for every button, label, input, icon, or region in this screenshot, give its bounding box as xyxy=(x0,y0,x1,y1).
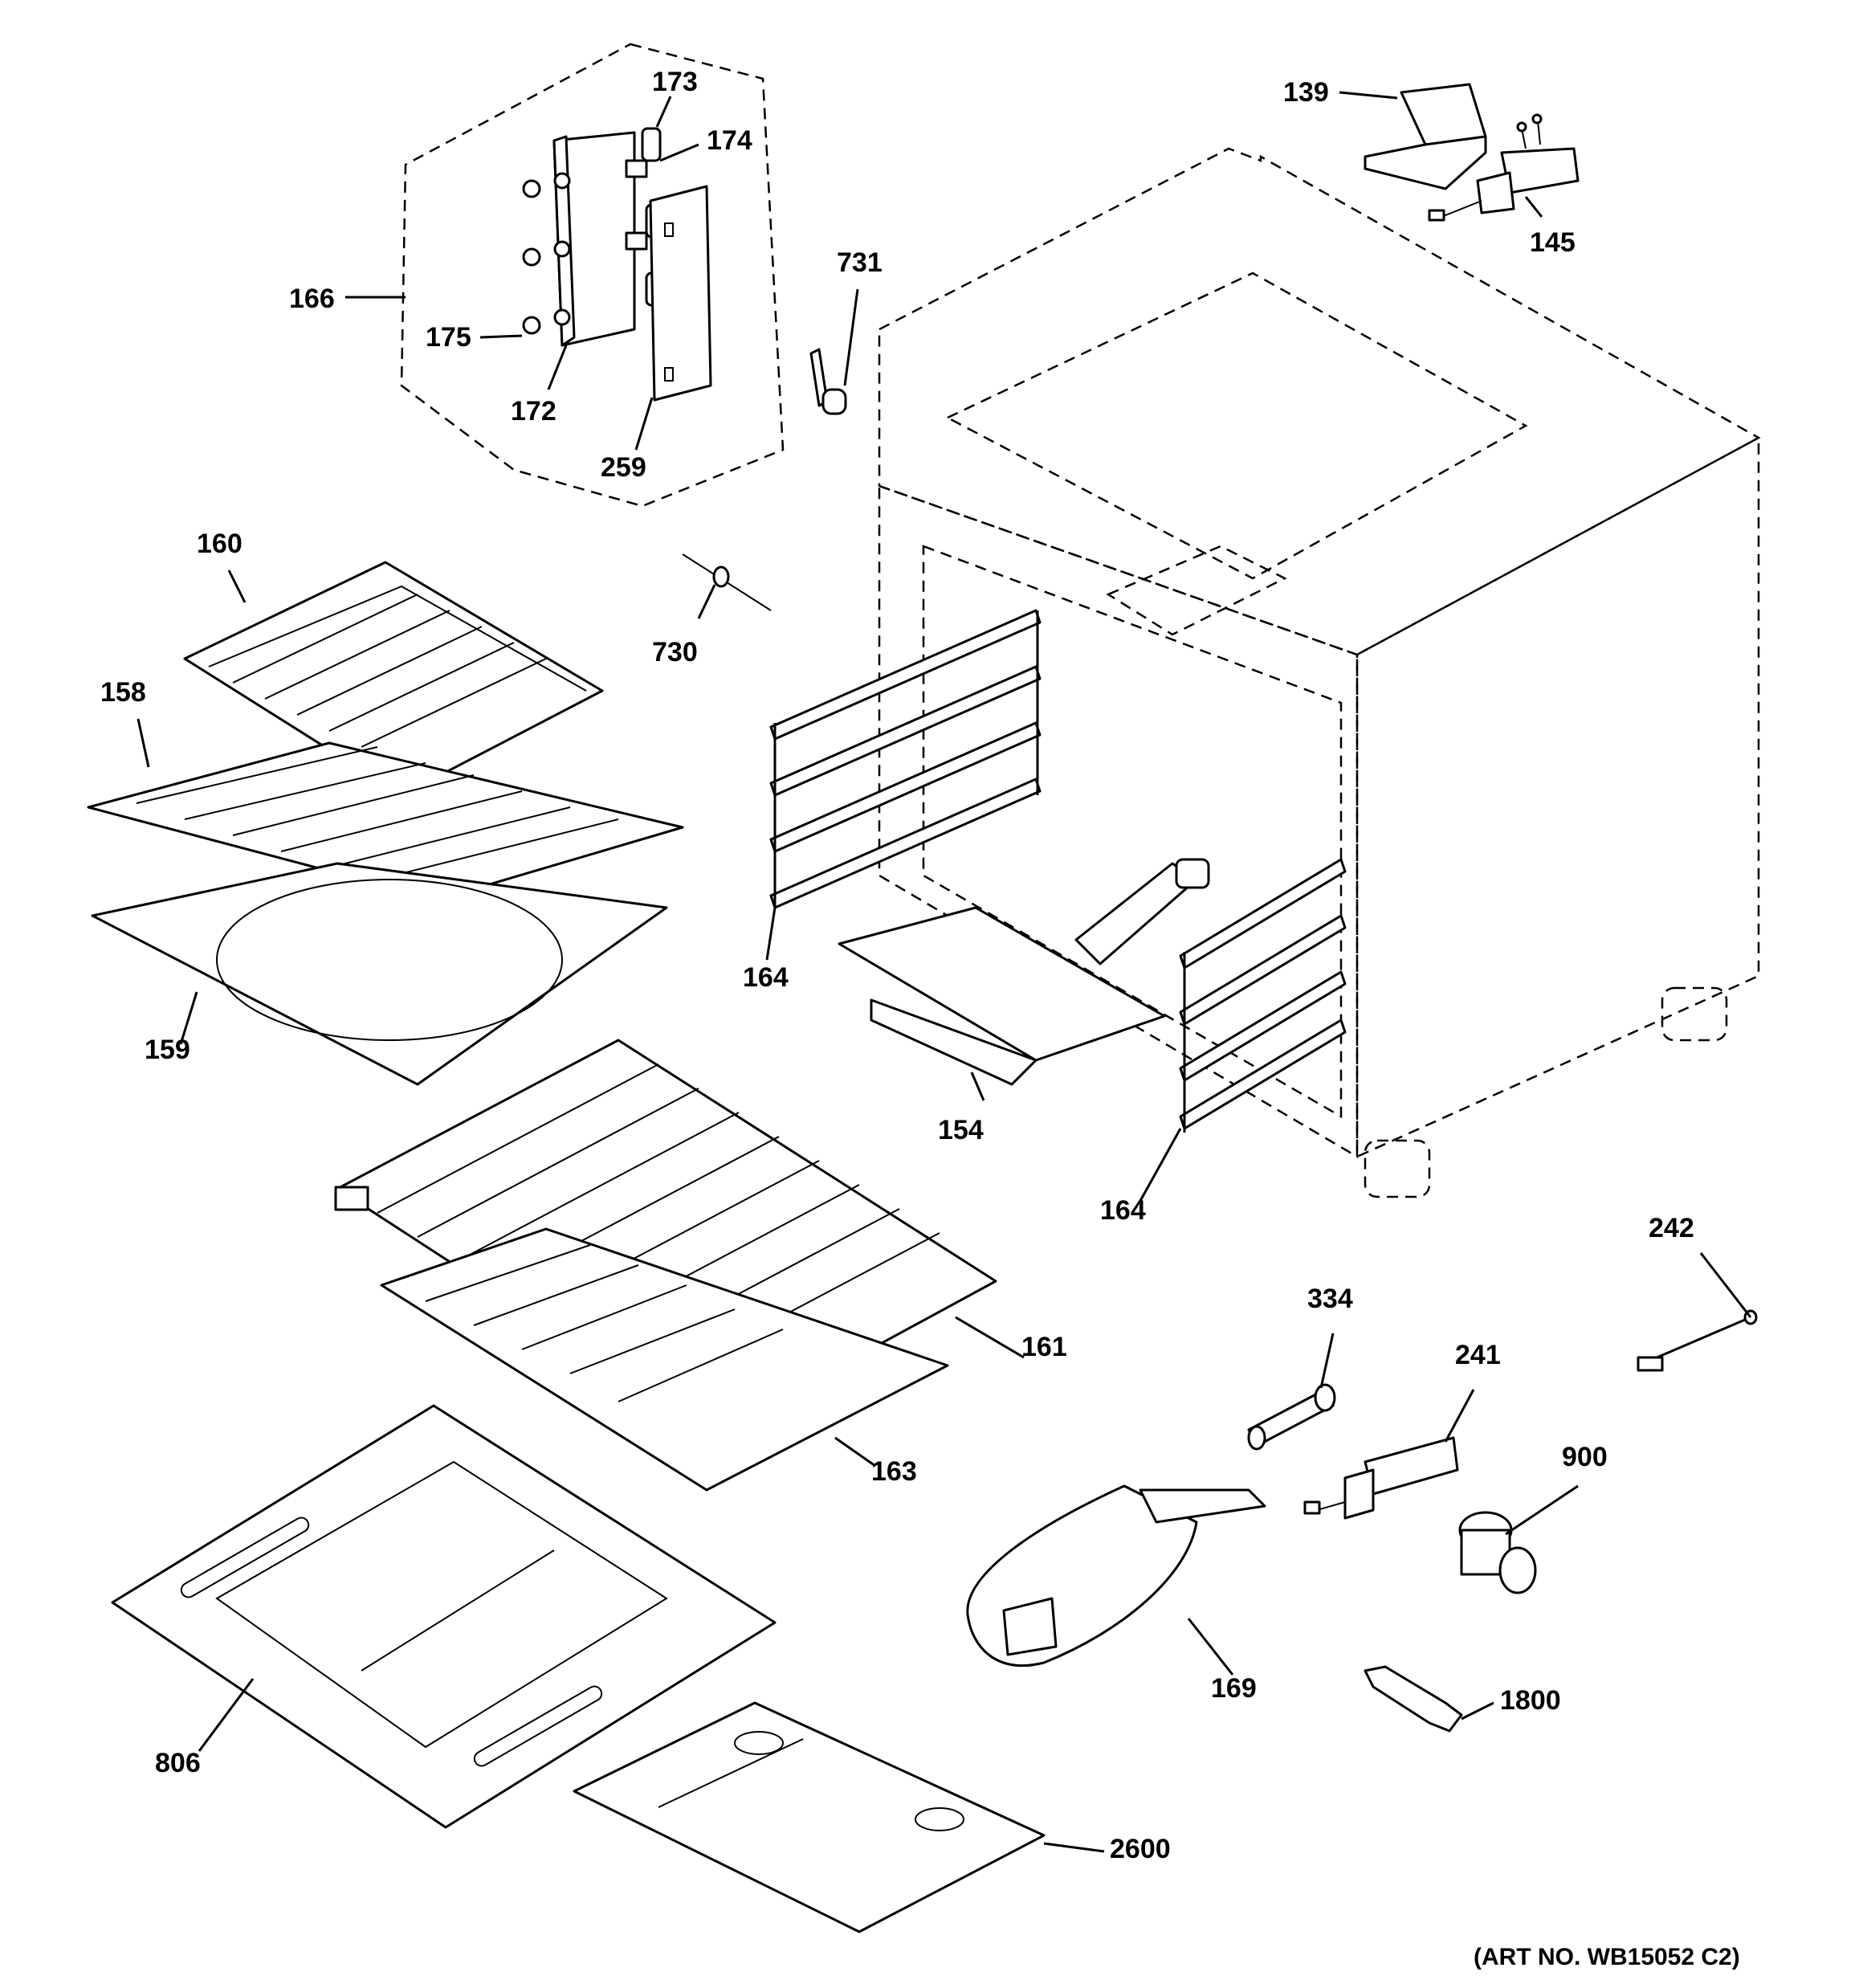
callout-169: 169 xyxy=(1211,1673,1257,1704)
callout-259: 259 xyxy=(601,452,646,483)
callout-172: 172 xyxy=(511,396,556,427)
callout-900: 900 xyxy=(1562,1442,1608,1472)
part-139-cover xyxy=(1364,83,1487,190)
callout-164-left: 164 xyxy=(743,962,789,993)
callout-161: 161 xyxy=(1021,1332,1067,1362)
callout-145: 145 xyxy=(1530,227,1576,258)
callout-175: 175 xyxy=(426,322,471,353)
callout-158: 158 xyxy=(100,677,146,708)
callout-2600: 2600 xyxy=(1110,1834,1171,1864)
callout-242: 242 xyxy=(1649,1213,1694,1243)
oven-cabinet xyxy=(878,147,1761,1198)
callout-730: 730 xyxy=(652,637,698,667)
part-145-ignitor xyxy=(1428,113,1580,222)
part-169-bake-burner xyxy=(966,1484,1266,1668)
part-163-oven-rack xyxy=(380,1227,949,1492)
callout-154: 154 xyxy=(938,1115,984,1145)
callout-241: 241 xyxy=(1455,1340,1501,1370)
part-241-ignitor xyxy=(1303,1436,1459,1520)
part-730-probe xyxy=(682,553,772,611)
part-334-orifice xyxy=(1247,1383,1336,1451)
callout-806: 806 xyxy=(155,1748,201,1778)
part-731-bracket xyxy=(809,348,847,415)
callout-1800: 1800 xyxy=(1500,1685,1561,1716)
callout-163: 163 xyxy=(871,1456,917,1487)
part-900-elbow xyxy=(1458,1511,1537,1594)
callout-159: 159 xyxy=(145,1035,190,1065)
callout-166: 166 xyxy=(289,284,335,314)
part-259-cover xyxy=(649,185,712,402)
callout-334: 334 xyxy=(1307,1284,1353,1314)
callout-731: 731 xyxy=(837,247,883,278)
callout-173: 173 xyxy=(652,67,698,97)
part-164-rack-support-right xyxy=(1179,858,1347,1133)
part-172-bracket xyxy=(522,131,636,347)
part-242-sensor xyxy=(1637,1309,1758,1372)
callout-174: 174 xyxy=(707,125,752,156)
part-806-oven-bottom xyxy=(111,1404,777,1829)
callout-139: 139 xyxy=(1283,77,1329,108)
part-1800-wrench xyxy=(1364,1665,1463,1733)
leader-lines xyxy=(137,91,1752,1853)
part-2600-burner-cover xyxy=(573,1701,1046,1933)
part-159-broil-pan xyxy=(91,862,668,1086)
group-outline-166 xyxy=(400,43,785,508)
art-number: (ART NO. WB15052 C2) xyxy=(1474,1944,1740,1970)
callout-164-right: 164 xyxy=(1100,1195,1146,1226)
callout-160: 160 xyxy=(197,529,243,559)
part-164-rack-support-left xyxy=(769,609,1042,909)
part-154-burner-tray xyxy=(838,858,1210,1086)
